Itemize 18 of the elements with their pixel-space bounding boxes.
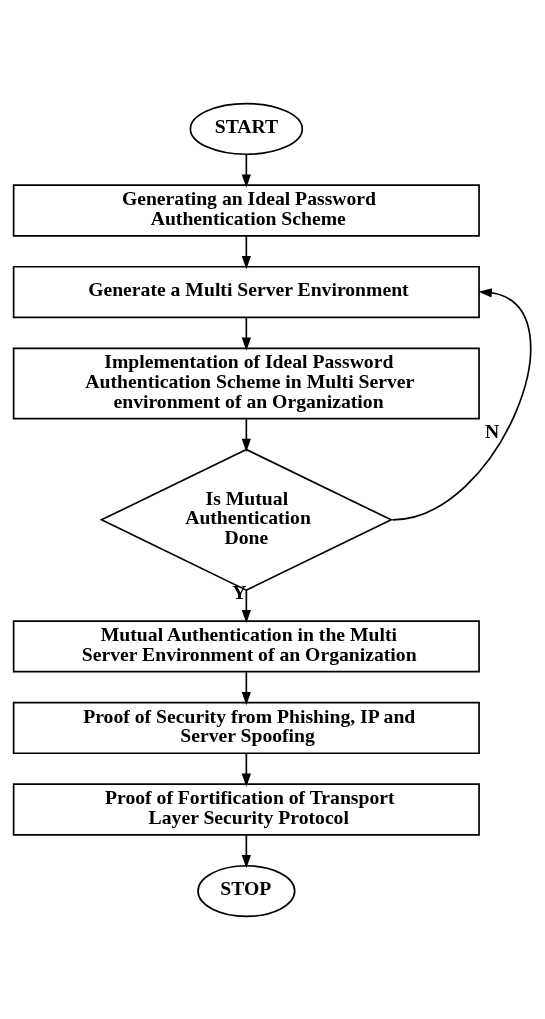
node-box: Implementation of Ideal Password Authentication Scheme in Multi Server environment of an Organization bbox=[12, 346, 480, 419]
node-box: Mutual Authentication in the Multi Server Environment of an Organization bbox=[12, 619, 480, 673]
node-box: Proof of Security from Phishing, IP and Server Spoofing bbox=[12, 701, 480, 754]
arrow bbox=[241, 417, 251, 452]
arrow bbox=[241, 153, 251, 188]
arrow bbox=[241, 589, 251, 623]
edge-label: N bbox=[485, 419, 500, 442]
arrow bbox=[241, 234, 251, 269]
arrow bbox=[241, 670, 251, 705]
node-ellipse: START bbox=[189, 102, 304, 155]
node-box: Proof of Fortification of Transport Layer Security Protocol bbox=[12, 782, 480, 836]
arrow bbox=[241, 833, 251, 868]
node-ellipse: STOP bbox=[197, 864, 296, 917]
node-box: Generating an Ideal Password Authentication Scheme bbox=[12, 183, 480, 237]
arrow bbox=[391, 287, 532, 521]
node-box: Generate a Multi Server Environment bbox=[12, 265, 480, 318]
arrow bbox=[241, 752, 251, 787]
arrow bbox=[241, 316, 251, 351]
